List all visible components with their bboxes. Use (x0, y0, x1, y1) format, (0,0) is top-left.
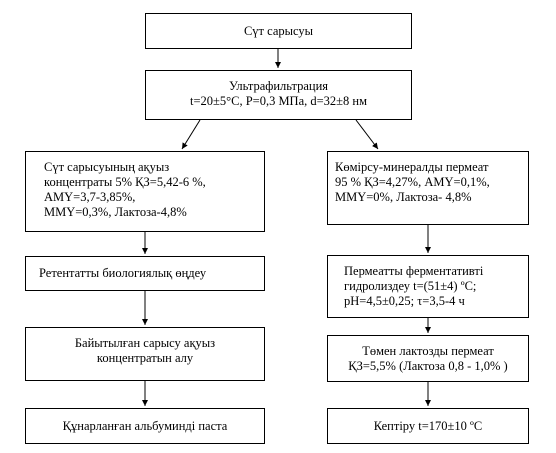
node-ultrafiltration: Ультрафильтрация t=20±5°C, P=0,3 МПа, d=… (145, 70, 412, 120)
albumin-paste-label: Құнарланған альбуминді паста (62, 418, 228, 433)
hydrolysis-line-2: гидролиздеу t=(51±4) ºС; (344, 279, 477, 293)
node-protein-concentrate: Сүт сарысуының ақуыз концентраты 5% ҚЗ=5… (25, 151, 265, 232)
node-retentate-processing: Ретентатты биологиялық өңдеу (25, 256, 265, 291)
arrow-ultrafiltration-to-concentrate (181, 119, 201, 150)
ultrafiltration-conditions: t=20±5°C, P=0,3 МПа, d=32±8 нм (189, 94, 368, 108)
concentrate-line-4: ММҮ=0,3%, Лактоза-4,8% (44, 205, 187, 219)
retentate-processing-label: Ретентатты биологиялық өңдеу (39, 266, 207, 280)
node-albumin-paste: Құнарланған альбуминді паста (25, 408, 265, 444)
permeate-line-3: ММҮ=0%, Лактоза- 4,8% (335, 190, 472, 204)
enriched-line-2: концентратын алу (96, 351, 194, 365)
hydrolysis-line-3: pH=4,5±0,25; τ=3,5-4 ч (344, 294, 465, 308)
permeate-line-1: Көмірсу-минералды пермеат (335, 160, 489, 174)
node-whey-source: Сүт сарысуы (145, 13, 412, 49)
enriched-line-1: Байытылған сарысу ақуыз (74, 336, 216, 350)
node-low-lactose-permeate: Төмен лактозды пермеат ҚЗ=5,5% (Лактоза … (327, 335, 529, 382)
node-drying: Кептіру t=170±10 ºС (327, 408, 529, 444)
node-whey-source-label: Сүт сарысуы (243, 23, 314, 38)
ultrafiltration-title: Ультрафильтрация (228, 79, 329, 93)
concentrate-line-1: Сүт сарысуының ақуыз (44, 160, 170, 174)
concentrate-line-3: АМҮ=3,7-3,85%, (44, 190, 136, 204)
node-carbo-mineral-permeate: Көмірсу-минералды пермеат 95 % ҚЗ=4,27%,… (327, 151, 529, 225)
concentrate-line-2: концентраты 5% ҚЗ=5,42-6 %, (44, 175, 206, 189)
node-enzymatic-hydrolysis: Пермеатты ферментативті гидролиздеу t=(5… (327, 255, 529, 318)
arrow-ultrafiltration-to-permeate (355, 119, 379, 150)
low-lactose-line-2: ҚЗ=5,5% (Лактоза 0,8 - 1,0% ) (348, 359, 508, 373)
low-lactose-line-1: Төмен лактозды пермеат (362, 344, 494, 358)
permeate-line-2: 95 % ҚЗ=4,27%, АМҮ=0,1%, (335, 175, 490, 189)
drying-label: Кептіру t=170±10 ºС (373, 418, 483, 433)
hydrolysis-line-1: Пермеатты ферментативті (344, 264, 484, 278)
node-enriched-concentrate: Байытылған сарысу ақуыз концентратын алу (25, 327, 265, 381)
